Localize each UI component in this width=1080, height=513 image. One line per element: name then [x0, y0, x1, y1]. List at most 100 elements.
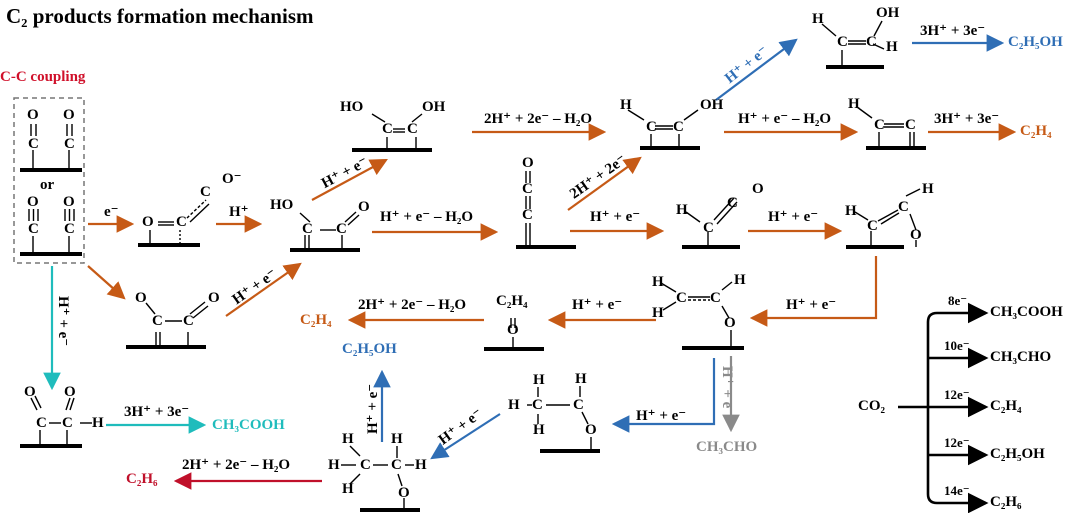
- atom-c: C: [336, 221, 347, 237]
- step-label: H⁺ + e⁻: [590, 209, 641, 225]
- atom-c: C: [837, 34, 848, 50]
- atom-h: H: [848, 96, 860, 112]
- atom-o: O: [142, 214, 154, 230]
- atom-c: C: [176, 214, 187, 230]
- atom-o: O: [63, 107, 75, 123]
- atom-h: H: [734, 272, 746, 288]
- step-label: 2H⁺ + 2e⁻ – H₂O: [358, 297, 467, 313]
- atom-ho: HO: [270, 197, 294, 213]
- atom-h: H: [886, 39, 898, 55]
- blue-arrows: [373, 34, 1005, 460]
- atom-c: C: [522, 181, 533, 197]
- step-label: H⁺ + e⁻: [572, 297, 623, 313]
- atom-h: H: [620, 97, 632, 113]
- product-c2h6: C₂H₆: [126, 471, 158, 487]
- molecule-bonds: [28, 20, 921, 510]
- co2-summary-arrows: [898, 302, 989, 513]
- step-label: H⁺ + e⁻: [636, 408, 687, 424]
- atom-h: H: [533, 422, 545, 438]
- step-label: H⁺ + e⁻ – H₂O: [380, 209, 474, 225]
- summary-product: C₂H₄: [990, 398, 1022, 414]
- atom-h: H: [652, 274, 664, 290]
- atom-c: C: [710, 290, 721, 306]
- atom-o: O: [135, 290, 147, 306]
- atom-h: H: [328, 457, 340, 473]
- co2-label: CO₂: [858, 398, 885, 414]
- summary-electrons: 8e⁻: [948, 293, 968, 308]
- atom-h: H: [415, 457, 427, 473]
- step-label: 2H⁺ + 2e⁻ – H₂O: [182, 457, 291, 473]
- atom-o: O: [208, 290, 220, 306]
- atom-c: C: [898, 199, 909, 215]
- atom-c: C: [905, 117, 916, 133]
- atom-c: C: [302, 221, 313, 237]
- atom-c: C: [532, 397, 543, 413]
- atom-h: H: [92, 415, 104, 431]
- teal-arrows: [43, 266, 207, 434]
- product-c2h4: C₂H₄: [300, 312, 332, 328]
- summary-product: CH₃CHO: [990, 349, 1052, 365]
- step-label: 3H⁺ + 3e⁻: [920, 23, 986, 39]
- atom-c: C: [867, 218, 878, 234]
- atom-h: H: [922, 181, 934, 197]
- step-label: H⁺ + e⁻: [55, 296, 71, 347]
- atom-oh: OH: [700, 97, 724, 113]
- atom-c: C: [62, 415, 73, 431]
- step-label: 2H⁺ + 2e⁻ – H₂O: [484, 111, 593, 127]
- atom-c: C: [522, 207, 533, 223]
- atom-o: O: [63, 194, 75, 210]
- atom-oh: OH: [422, 99, 446, 115]
- atom-h: H: [652, 305, 664, 321]
- summary-product: C₂H₆: [990, 494, 1022, 510]
- atom-c: C: [646, 119, 657, 135]
- cc-coupling-label: C-C coupling: [0, 69, 86, 85]
- proton-label: H⁺: [229, 204, 249, 220]
- atom-h: H: [342, 481, 354, 497]
- atom-o: O: [27, 107, 39, 123]
- step-label: 3H⁺ + 3e⁻: [934, 111, 1000, 127]
- step-label: H⁺ + e⁻ – H₂O: [738, 111, 832, 127]
- summary-product: C₂H₅OH: [990, 446, 1045, 462]
- atom-c: C: [28, 221, 39, 237]
- atom-o: O: [398, 485, 410, 501]
- electron-label: e⁻: [104, 204, 119, 220]
- atom-oh: OH: [876, 5, 900, 21]
- atom-h: H: [342, 431, 354, 447]
- atom-o: O: [507, 322, 519, 338]
- atom-c: C: [382, 121, 393, 137]
- product-c2h5oh: C₂H₅OH: [1008, 34, 1063, 50]
- atom-c: C: [673, 119, 684, 135]
- atom-h: H: [575, 371, 587, 387]
- atom-c: C: [64, 221, 75, 237]
- product-c2h5oh: C₂H₅OH: [342, 341, 397, 357]
- atom-c: C: [703, 220, 714, 236]
- atom-c: C: [183, 313, 194, 329]
- atom-h: H: [845, 203, 857, 219]
- step-label: H⁺ + e⁻: [719, 366, 735, 417]
- atom-h: H: [676, 202, 688, 218]
- atom-o: O: [358, 199, 370, 215]
- orange-arrows: [87, 123, 1017, 329]
- summary-product: CH₃COOH: [990, 304, 1063, 320]
- atom-c: C: [36, 415, 47, 431]
- step-label: H⁺ + e⁻: [786, 297, 837, 313]
- atom-c: C: [866, 34, 877, 50]
- atom-c: C: [573, 397, 584, 413]
- atom-o: O: [910, 227, 922, 243]
- atom-c: C: [391, 457, 402, 473]
- atom-h: H: [812, 11, 824, 27]
- released-c2h4: C₂H₄: [496, 293, 528, 309]
- atom-o: O: [27, 194, 39, 210]
- atom-o: O: [724, 315, 736, 331]
- or-label: or: [40, 177, 55, 193]
- atom-c: C: [727, 195, 738, 211]
- atom-h: H: [508, 397, 520, 413]
- atom-c: C: [676, 290, 687, 306]
- atom-o-minus: O⁻: [222, 171, 242, 187]
- surface-bars: [20, 65, 926, 512]
- atom-c: C: [28, 136, 39, 152]
- initial-state-box: [13, 97, 85, 264]
- atom-h: H: [533, 372, 545, 388]
- atom-ho: HO: [340, 99, 364, 115]
